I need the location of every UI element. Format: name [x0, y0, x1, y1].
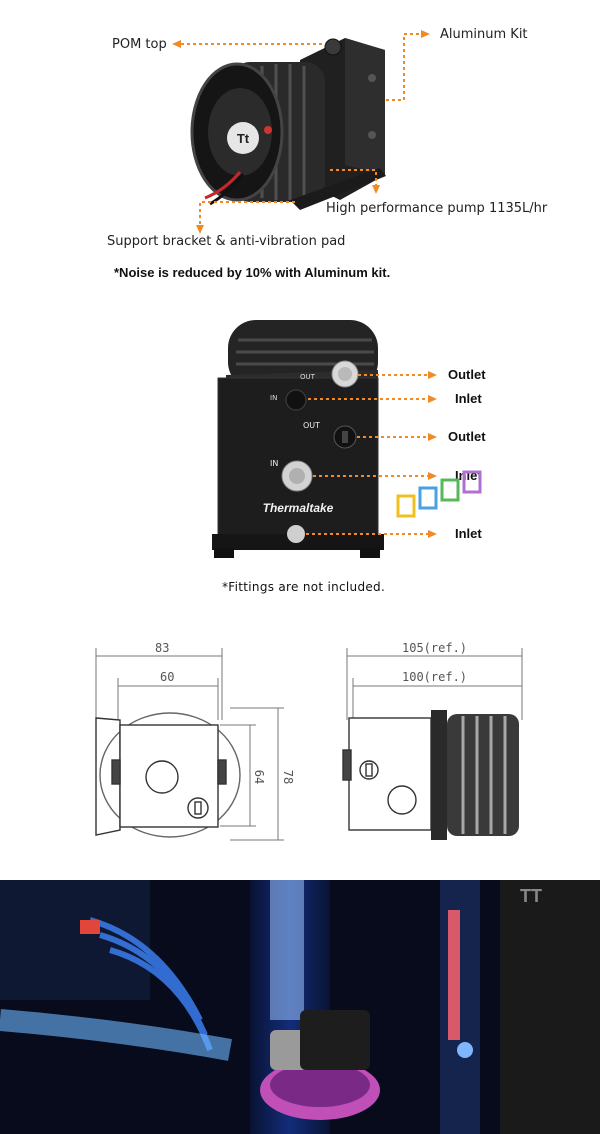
svg-text:TT: TT: [520, 886, 542, 906]
mark-out-side: OUT: [303, 421, 320, 430]
dim-width-83: 83: [155, 641, 170, 655]
label-outlet-side: Outlet: [448, 429, 486, 444]
label-high-performance-pump: High performance pump 1135L/hr: [326, 201, 548, 216]
drawing-front: [95, 648, 284, 841]
dim-width-60: 60: [160, 670, 175, 684]
tt-logo: Tt: [237, 131, 250, 146]
drawing-side: [342, 648, 523, 840]
label-inlet-top: Inlet: [455, 391, 482, 406]
port-inlet-bottom: [287, 525, 305, 543]
brand-thermaltake: Thermaltake: [263, 501, 334, 515]
dim-length-100: 100(ref.): [402, 670, 468, 684]
installed-photo: TT: [0, 880, 600, 1134]
pump-illustration-top: Tt: [190, 38, 386, 210]
label-pom-top: POM top: [112, 37, 167, 52]
note-fittings: *Fittings are not included.: [222, 580, 386, 594]
label-aluminum-kit: Aluminum Kit: [440, 27, 528, 42]
pump-illustration-ports: OUT IN OUT IN Thermaltake: [212, 320, 384, 558]
callout-lines-top: [172, 30, 430, 234]
mark-out-top: OUT: [300, 373, 316, 381]
dim-height-64: 64: [252, 769, 267, 785]
mark-in-side: IN: [270, 459, 278, 468]
label-inlet-bottom: Inlet: [455, 526, 482, 541]
mark-in-top: IN: [270, 394, 277, 402]
port-inlet-top: [285, 389, 307, 411]
dim-length-105: 105(ref.): [402, 641, 468, 655]
label-support-bracket: Support bracket & anti-vibration pad: [107, 234, 346, 249]
watermark-icon: [396, 470, 482, 518]
label-outlet-top: Outlet: [448, 367, 486, 382]
callout-lines-ports: [306, 371, 437, 538]
dim-height-78: 78: [281, 769, 296, 785]
installed-photo-illustration: TT: [0, 880, 600, 1134]
note-noise: *Noise is reduced by 10% with Aluminum k…: [114, 265, 391, 280]
